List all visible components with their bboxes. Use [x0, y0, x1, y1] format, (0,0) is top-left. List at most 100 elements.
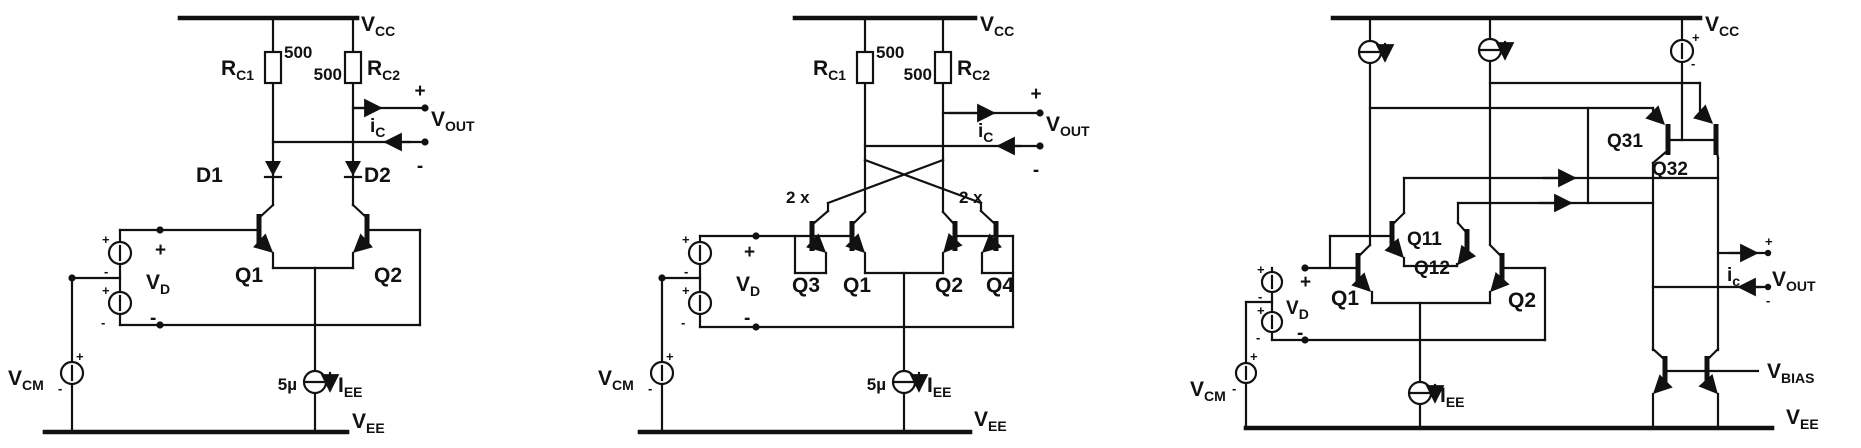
c3-label-vd: VD: [1286, 298, 1309, 322]
c1-current-source-iee: [302, 369, 340, 395]
c1-resistor-rc1: [263, 50, 283, 85]
c2-label-mult-left: 2 x: [786, 188, 810, 207]
c3-label-vee: VEE: [1786, 406, 1819, 432]
c3-wiring: [1243, 15, 1775, 431]
c1-source-vd-upper: [107, 240, 133, 266]
c2-label-vee: VEE: [974, 408, 1007, 434]
c3-output-minus: -: [1766, 293, 1770, 308]
c3-label-ic: ic: [1727, 265, 1740, 289]
c3-label-q1: Q1: [1331, 287, 1359, 310]
c3-current-source-1: [1357, 39, 1395, 65]
c2-label-q3: Q3: [792, 274, 820, 297]
c1-label-vcm: VCM: [8, 367, 44, 393]
c1-src1-minus: -: [104, 264, 108, 279]
circuit-2-cross-coupled-diff-pair: VCC RC1 500 500 RC2 + iC VOUT - 2 x 2 x …: [598, 13, 1090, 435]
c3-label-q31: Q31: [1607, 131, 1643, 152]
c2-label-q1: Q1: [843, 274, 871, 297]
c3-src2-plus: +: [1257, 303, 1265, 318]
c2-vd-minus: -: [744, 308, 750, 329]
c2-label-vcm: VCM: [598, 367, 634, 393]
c1-resistor-rc2: [343, 50, 363, 85]
c1-label-vout: VOUT: [431, 108, 475, 134]
c2-resistor-rc1: [855, 50, 875, 85]
c2-source-vcm: [649, 360, 675, 386]
c1-label-ic: iC: [370, 116, 385, 140]
c1-label-rc2-value: 500: [314, 65, 342, 84]
c3-label-vcc: VCC: [1705, 13, 1739, 39]
c1-label-vee: VEE: [352, 410, 385, 436]
c1-label-d2: D2: [364, 164, 391, 187]
c1-src2-plus: +: [102, 283, 110, 298]
c1-diode-d1: [263, 161, 283, 179]
c3-label-q11: Q11: [1407, 229, 1442, 250]
c2-wiring: [637, 15, 1044, 435]
c2-src1-minus: -: [684, 264, 688, 279]
c2-vd-plus: +: [744, 242, 755, 263]
c1-source-vcm: [59, 360, 85, 386]
c2-label-vcc: VCC: [980, 13, 1014, 39]
c1-label-vcc: VCC: [361, 13, 395, 39]
c1-src2-minus: -: [101, 315, 105, 330]
c2-output-minus: -: [1033, 160, 1039, 181]
c3-vd-plus: +: [1300, 272, 1311, 293]
c2-label-vout: VOUT: [1046, 113, 1090, 139]
c2-label-rc2-value: 500: [904, 65, 932, 84]
c3-vcm-plus: +: [1250, 349, 1258, 364]
c1-output-plus: +: [414, 81, 425, 102]
c3-label-vcm: VCM: [1190, 378, 1226, 404]
c2-output-plus: +: [1030, 84, 1041, 105]
circuit-3-cascoded-diff-pair: VCC + - Q31 Q32 Q11 Q12 Q1 Q2 + VD - + -…: [1190, 13, 1819, 432]
circuit-1-diode-loaded-diff-pair: VCC RC1 500 500 RC2 + iC VOUT - D1 D2 Q1…: [8, 13, 475, 436]
c2-src2-plus: +: [682, 283, 690, 298]
c1-diode-d2: [343, 161, 363, 179]
c1-vd-minus: -: [150, 308, 156, 329]
c3-label-q2: Q2: [1508, 289, 1536, 312]
c1-vcm-minus: -: [58, 381, 62, 396]
c1-label-q1: Q1: [235, 264, 263, 287]
c1-label-rc1: RC1: [221, 57, 254, 83]
c3-label-vbias: VBIAS: [1767, 360, 1814, 386]
c2-vcm-plus: +: [666, 349, 674, 364]
c2-current-source-iee: [891, 369, 929, 395]
c3-src1-plus: +: [1257, 262, 1265, 277]
c1-wiring: [42, 15, 429, 435]
c2-src2-minus: -: [681, 315, 685, 330]
c2-resistor-rc2: [933, 50, 953, 85]
c2-label-rc1: RC1: [813, 57, 846, 83]
c3-vtop-plus: +: [1692, 30, 1700, 45]
c3-src2-minus: -: [1256, 330, 1260, 345]
c2-src1-plus: +: [682, 232, 690, 247]
c2-source-vd-lower: [687, 290, 713, 316]
c3-output-plus: +: [1765, 234, 1773, 249]
c3-source-vd-lower: [1260, 310, 1284, 334]
c3-current-source-iee: [1407, 380, 1445, 406]
c1-label-iee-value: 5µ: [278, 375, 297, 394]
c1-source-vd-lower: [107, 290, 133, 316]
c1-label-vd: VD: [146, 271, 170, 297]
c1-output-minus: -: [417, 156, 423, 177]
c1-vd-plus: +: [155, 240, 166, 261]
c2-label-vd: VD: [736, 273, 760, 299]
c3-label-q12: Q12: [1414, 258, 1450, 279]
c3-label-vout: VOUT: [1772, 268, 1816, 294]
c3-current-source-2: [1477, 37, 1515, 63]
c1-label-q2: Q2: [374, 264, 402, 287]
c1-label-rc1-value: 500: [284, 43, 312, 62]
c1-label-rc2: RC2: [367, 57, 400, 83]
c1-label-d1: D1: [196, 164, 223, 187]
c2-label-mult-right: 2 x: [959, 188, 983, 207]
c3-label-iee: IEE: [1440, 384, 1465, 410]
c3-vcm-minus: -: [1232, 381, 1236, 396]
c2-vcm-minus: -: [648, 381, 652, 396]
c2-label-iee: IEE: [927, 374, 952, 400]
c3-vtop-minus: -: [1691, 56, 1695, 71]
c2-label-ic: iC: [978, 121, 993, 145]
c1-src1-plus: +: [102, 232, 110, 247]
c3-source-vbias-top: [1669, 38, 1695, 64]
c2-label-q2: Q2: [935, 274, 963, 297]
c2-label-rc1-value: 500: [876, 43, 904, 62]
c3-src1-minus: -: [1258, 289, 1262, 304]
c1-label-iee: IEE: [338, 374, 363, 400]
